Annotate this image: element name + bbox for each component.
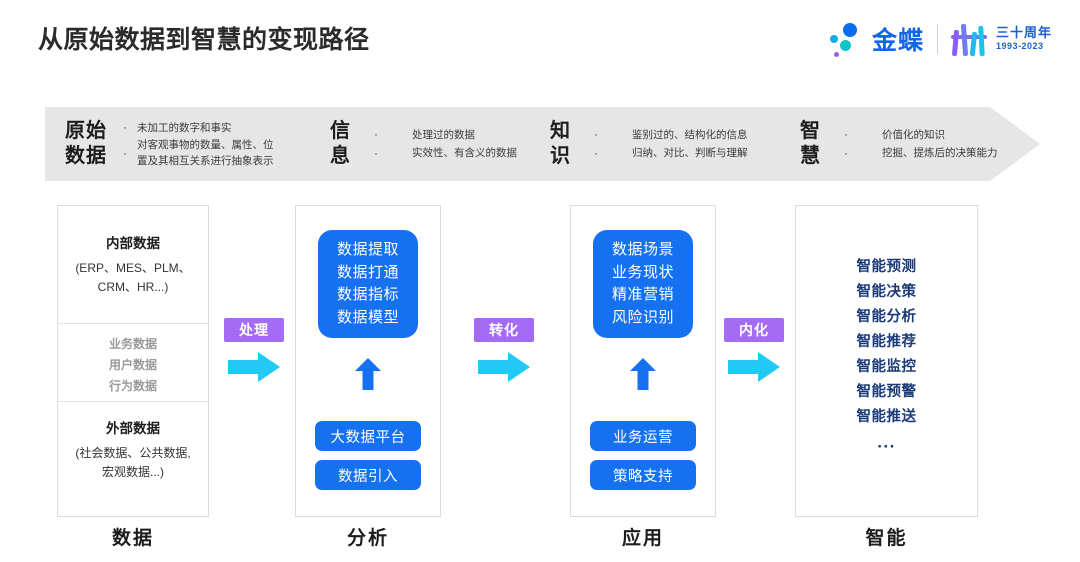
band-bullet-text: 价值化的知识: [882, 128, 945, 141]
application-capability-line: 风险识别: [611, 308, 674, 326]
stage-arrow-band: 原始 数据 · 未加工的数字和事实 · 对客观事物的数量、属性、位 置及其相互关系进…: [45, 107, 1040, 181]
data-type-item: 行为数据: [108, 379, 157, 393]
band-segment-title: 智 慧: [800, 120, 821, 167]
application-pill-operations[interactable]: 业务运营: [590, 421, 696, 451]
band-bullet-text: 实效性、有含义的数据: [412, 147, 517, 160]
internal-data-subtitle: (ERP、MES、PLM、 CRM、HR...): [75, 261, 191, 294]
analysis-pill-ingest[interactable]: 数据引入: [315, 460, 421, 490]
band-segment-title: 信 息: [330, 120, 351, 167]
band-segment-bullets: · 鉴别过的、结构化的信息 · 归纳、对比、判断与理解: [594, 125, 748, 162]
logo-name: 金蝶: [871, 27, 924, 55]
intelligence-list: 智能预测 智能决策 智能分析 智能推荐 智能监控 智能预警 智能推送 ···: [795, 255, 978, 461]
intelligence-ellipsis: ···: [877, 436, 896, 456]
band-segment-raw-data: 原始 数据 · 未加工的数字和事实 · 对客观事物的数量、属性、位 置及其相互关系进…: [65, 107, 274, 181]
data-type-item: 用户数据: [108, 358, 157, 372]
intelligence-item: 智能决策: [856, 283, 917, 300]
intelligence-item: 智能监控: [856, 358, 917, 375]
band-bullet-text: 鉴别过的、结构化的信息: [632, 128, 748, 141]
band-bullet-text: 归纳、对比、判断与理解: [632, 147, 748, 160]
band-bullet-text: 处理过的数据: [412, 128, 475, 141]
bullet-icon: ·: [374, 146, 378, 160]
anniversary-label: 三十周年: [995, 25, 1052, 41]
band-segment-title: 知 识: [550, 120, 571, 167]
intelligence-item: 智能预警: [856, 383, 917, 400]
anniversary-text: 三十周年 1993-2023: [995, 25, 1052, 52]
band-segment-wisdom: 智 慧 · 价值化的知识 · 挖掘、提炼后的决策能力: [800, 107, 998, 181]
internal-data-title: 内部数据: [106, 236, 160, 251]
card-intelligence[interactable]: [795, 205, 978, 517]
application-capability-line: 精准营销: [611, 286, 674, 303]
anniversary-mark-icon: [950, 22, 987, 57]
up-arrow-icon: [630, 358, 656, 390]
card-divider: [58, 323, 208, 324]
footer-label-application: 应用: [621, 528, 664, 549]
page-title: 从原始数据到智慧的变现路径: [38, 26, 370, 54]
internal-data-block: 内部数据 (ERP、MES、PLM、 CRM、HR...): [58, 232, 208, 296]
band-bullet-text: 对客观事物的数量、属性、位 置及其相互关系进行抽象表示: [137, 139, 274, 168]
band-bullet-text: 挖掘、提炼后的决策能力: [882, 147, 998, 160]
intelligence-item: 智能推送: [856, 408, 917, 425]
footer-label-analysis: 分析: [346, 528, 389, 549]
application-capability-box[interactable]: 数据场景 业务现状 精准营销 风险识别: [593, 230, 693, 338]
bullet-icon: ·: [844, 146, 848, 160]
footer-label-intelligence: 智能: [865, 528, 908, 549]
right-arrow-icon: [724, 352, 784, 382]
bullet-icon: ·: [123, 146, 127, 160]
band-segment-knowledge: 知 识 · 鉴别过的、结构化的信息 · 归纳、对比、判断与理解: [550, 107, 748, 181]
card-data[interactable]: 内部数据 (ERP、MES、PLM、 CRM、HR...) 业务数据 用户数据 …: [57, 205, 209, 517]
analysis-capability-line: 数据提取: [336, 241, 399, 258]
right-arrow-icon: [224, 352, 284, 382]
card-divider: [58, 401, 208, 402]
connector-process: 处理: [224, 318, 284, 382]
kingdee-dots-icon: [827, 20, 863, 58]
intelligence-item: 智能推荐: [856, 333, 917, 350]
bullet-icon: ·: [594, 127, 598, 142]
data-type-item: 业务数据: [108, 337, 157, 351]
footer-label-data: 数据: [111, 528, 154, 549]
external-data-block: 外部数据 (社会数据、公共数据, 宏观数据...): [58, 417, 208, 481]
external-data-title: 外部数据: [106, 421, 160, 436]
up-arrow-icon: [355, 358, 381, 390]
anniversary-years: 1993-2023: [995, 41, 1044, 52]
analysis-capability-line: 数据指标: [336, 286, 399, 303]
bullet-icon: ·: [594, 146, 598, 160]
connector-internalize: 内化: [724, 318, 784, 382]
analysis-capability-box[interactable]: 数据提取 数据打通 数据指标 数据模型: [318, 230, 418, 338]
intelligence-item: 智能分析: [856, 308, 917, 325]
application-capability-line: 业务现状: [611, 263, 674, 281]
application-pill-strategy[interactable]: 策略支持: [590, 460, 696, 490]
bullet-icon: ·: [844, 127, 848, 142]
band-bullet-text: 未加工的数字和事实: [137, 121, 232, 134]
bullet-icon: ·: [123, 120, 127, 135]
intelligence-item: 智能预测: [856, 259, 917, 275]
logo-divider: [936, 24, 938, 54]
band-segment-bullets: · 未加工的数字和事实 · 对客观事物的数量、属性、位 置及其相互关系进行抽象表示: [123, 118, 274, 169]
data-type-list: 业务数据 用户数据 行为数据: [58, 334, 208, 397]
connector-label: 转化: [474, 318, 534, 342]
analysis-capability-line: 数据打通: [336, 263, 399, 281]
band-segment-bullets: · 处理过的数据 · 实效性、有含义的数据: [374, 125, 517, 162]
band-segment-bullets: · 价值化的知识 · 挖掘、提炼后的决策能力: [844, 125, 998, 162]
brand-logo: 金蝶 三十周年 1993-2023: [827, 18, 1052, 60]
external-data-subtitle: (社会数据、公共数据, 宏观数据...): [75, 446, 191, 479]
bullet-icon: ·: [374, 127, 378, 142]
connector-label: 内化: [724, 318, 784, 342]
band-segment-title: 原始 数据: [65, 120, 107, 167]
analysis-pill-platform[interactable]: 大数据平台: [315, 421, 421, 451]
connector-transform: 转化: [474, 318, 534, 382]
band-segment-information: 信 息 · 处理过的数据 · 实效性、有含义的数据: [330, 107, 517, 181]
application-capability-line: 数据场景: [611, 241, 674, 258]
connector-label: 处理: [224, 318, 284, 342]
right-arrow-icon: [474, 352, 534, 382]
analysis-capability-line: 数据模型: [336, 308, 399, 326]
